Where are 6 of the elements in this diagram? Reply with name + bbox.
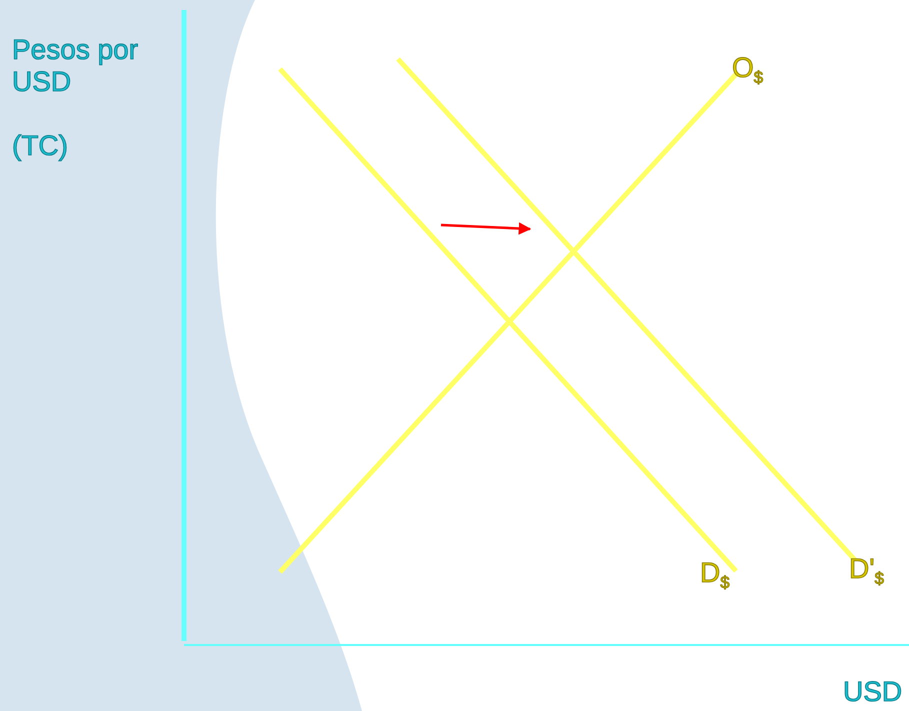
- curve-label: D$_{$}$: [700, 557, 730, 592]
- curve-label: D'$_{$}$: [849, 553, 884, 588]
- axis-title: (TC): [12, 130, 68, 162]
- curve-label: O$_{$}$: [732, 52, 764, 88]
- axis-title: USD: [843, 676, 902, 708]
- axis-title: Pesos por USD: [12, 34, 140, 98]
